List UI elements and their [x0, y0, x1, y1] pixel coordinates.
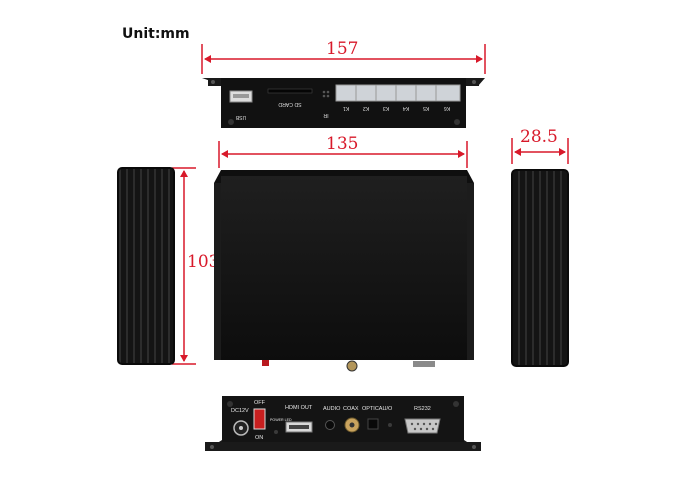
rs232-port	[404, 418, 441, 434]
sd-card-label: SD CARD	[278, 101, 302, 107]
dc12v-label: DC12V	[231, 408, 249, 414]
key-label-k2: K2	[363, 105, 369, 111]
back-panel-view: DC12V OFF ON POWER LED HDMI OUT AUDIO CO…	[205, 396, 481, 451]
key-label-k3: K3	[383, 105, 389, 111]
off-label: OFF	[254, 400, 266, 406]
dimension-157	[201, 44, 486, 74]
key-label-k1: K1	[343, 105, 349, 111]
rs232-label: RS232	[414, 406, 431, 412]
coax-label: COAX	[343, 406, 359, 412]
width-135-label: 135	[326, 134, 359, 154]
io-label: I/O	[385, 406, 393, 412]
key-strip	[335, 84, 461, 102]
dimension-135	[218, 141, 468, 168]
ir-label: IR	[323, 112, 328, 118]
unit-label: Unit:mm	[122, 26, 190, 42]
key-label-k6: K6	[444, 105, 450, 111]
top-view-body	[214, 170, 474, 372]
usb-label: USB	[235, 114, 246, 120]
width-157-label: 157	[326, 39, 359, 59]
front-panel-view: USB SD CARD IR K1 K2 K3 K4 K5 K6	[202, 78, 485, 128]
power-led	[274, 430, 278, 434]
key-label-k5: K5	[423, 105, 429, 111]
dimension-103	[172, 167, 196, 365]
height-103-label: 103	[187, 252, 220, 272]
on-label: ON	[255, 435, 263, 441]
audio-label: AUDIO	[323, 406, 341, 412]
left-side-heatsink	[117, 167, 175, 365]
sd-card-slot	[267, 88, 313, 94]
key-label-k4: K4	[403, 105, 409, 111]
power-led-label: POWER LED	[270, 418, 292, 422]
hdmi-out-label: HDMI OUT	[285, 405, 313, 411]
right-side-heatsink	[511, 169, 569, 367]
audio-jack	[325, 420, 335, 430]
optical-port	[367, 418, 379, 430]
power-switch	[253, 408, 266, 430]
dimension-28-5	[511, 138, 569, 164]
optical-label: OPTICAL	[362, 406, 386, 412]
depth-28-5-label: 28.5	[520, 127, 558, 147]
